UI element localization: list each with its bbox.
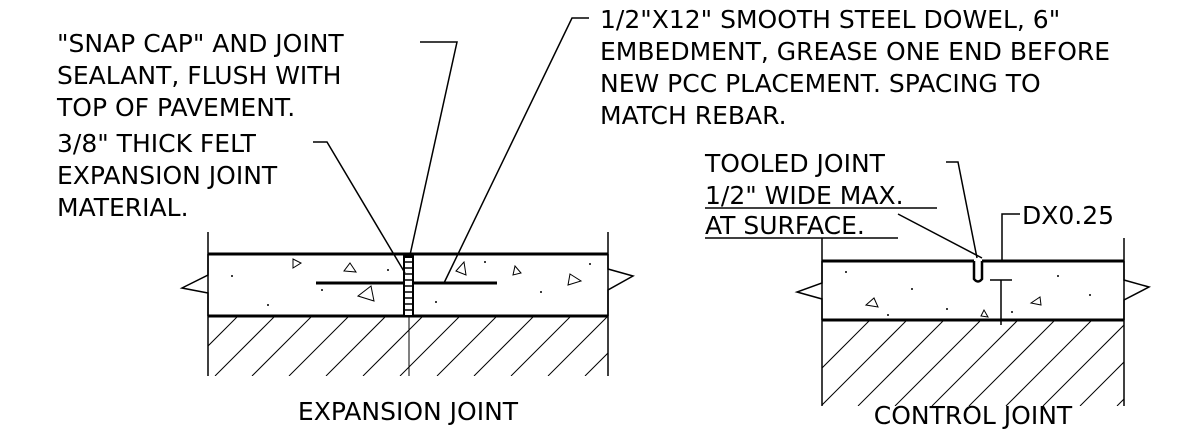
depth-leader — [1001, 213, 1020, 261]
aggregate-symbols — [845, 271, 1091, 318]
dowel-note: 1/2"X12" SMOOTH STEEL DOWEL, 6" EMBEDMEN… — [600, 5, 1118, 130]
snap-cap-leader — [409, 41, 458, 256]
tooled-joint-note-line-3: AT SURFACE. — [705, 211, 865, 240]
felt-note: 3/8" THICK FELT EXPANSION JOINT MATERIAL… — [57, 129, 285, 222]
expansion-joint-filler — [403, 253, 414, 317]
control-joint-caption: CONTROL JOINT — [874, 401, 1073, 430]
base-course-hatch — [822, 320, 1124, 406]
left-break-line — [179, 254, 209, 316]
dowel-leader — [443, 17, 589, 284]
dowel-note-line-2: EMBEDMENT, GREASE ONE END BEFORE — [600, 37, 1110, 66]
tooled-joint-note: TOOLED JOINT 1/2" WIDE MAX. AT SURFACE. — [704, 149, 911, 240]
groove-width-leader — [897, 213, 983, 259]
left-break-line — [794, 261, 823, 320]
snap-cap-note-line-2: SEALANT, FLUSH WITH — [57, 61, 341, 90]
snap-cap-note-line-1: "SNAP CAP" AND JOINT — [57, 29, 344, 58]
dowel-note-line-3: NEW PCC PLACEMENT. SPACING TO — [600, 69, 1041, 98]
filler-hatch — [404, 261, 413, 311]
snap-cap-note-line-3: TOP OF PAVEMENT. — [56, 93, 295, 122]
snap-cap-note: "SNAP CAP" AND JOINT SEALANT, FLUSH WITH… — [56, 29, 352, 122]
snap-cap-sealant — [404, 254, 413, 258]
dowel-note-line-4: MATCH REBAR. — [600, 101, 787, 130]
expansion-joint-caption: EXPANSION JOINT — [298, 397, 519, 426]
dowel-note-line-1: 1/2"X12" SMOOTH STEEL DOWEL, 6" — [600, 5, 1060, 34]
base-course-hatch — [208, 316, 608, 376]
tooled-joint-note-line-1: TOOLED JOINT — [704, 149, 886, 178]
tooled-joint-groove — [972, 261, 984, 283]
felt-note-line-3: MATERIAL. — [57, 193, 189, 222]
right-break-line — [607, 254, 635, 316]
depth-note: DX0.25 — [1022, 201, 1114, 230]
aggregate-symbols — [231, 258, 591, 306]
tooled-joint-note-line-2: 1/2" WIDE MAX. — [705, 181, 904, 210]
expansion-joint-detail: "SNAP CAP" AND JOINT SEALANT, FLUSH WITH… — [56, 5, 1118, 426]
right-break-line — [1123, 261, 1152, 320]
felt-note-line-1: 3/8" THICK FELT — [57, 129, 257, 158]
felt-note-line-2: EXPANSION JOINT — [57, 161, 278, 190]
tooled-joint-leader — [946, 161, 978, 259]
control-joint-detail: TOOLED JOINT 1/2" WIDE MAX. AT SURFACE. … — [704, 149, 1152, 430]
felt-leader — [313, 141, 406, 274]
